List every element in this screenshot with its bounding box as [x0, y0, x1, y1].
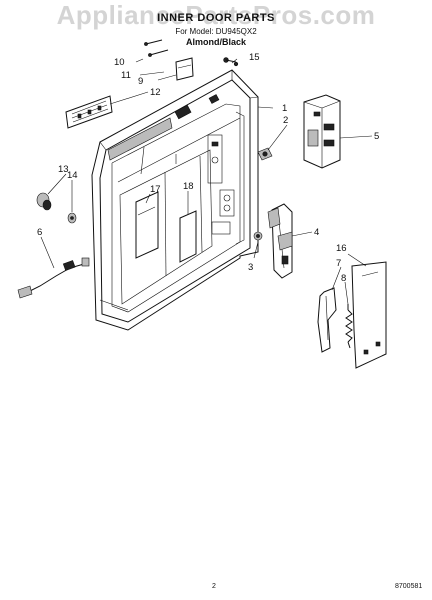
callout-10: 10	[114, 57, 125, 68]
watermark: AppliancePartsPros.com	[56, 0, 376, 30]
part-10-pin	[144, 39, 163, 46]
drawing-number: 8700581	[395, 583, 423, 590]
callout-14: 14	[67, 170, 78, 181]
part-11-pin	[148, 49, 169, 57]
callout-1: 1	[282, 103, 287, 114]
callout-13: 13	[58, 164, 69, 175]
part-6-wire-harness	[17, 257, 90, 299]
part-18-insulation	[179, 210, 197, 263]
model-line: For Model: DU945QX2	[175, 27, 257, 36]
callout-15: 15	[249, 52, 260, 63]
part-14-washer	[67, 212, 77, 224]
callout-18: 18	[183, 181, 194, 192]
inner-door-panel	[91, 69, 259, 331]
color-line: Almond/Black	[185, 37, 246, 47]
part-3-nut	[253, 231, 263, 241]
part-9-bracket	[175, 57, 194, 81]
callout-9: 9	[138, 76, 143, 87]
callout-labels: 1 2 3 4 5 6 7 8 9 10 11 12 13 14 15 16 1…	[37, 52, 379, 284]
callout-4: 4	[314, 227, 319, 238]
part-5-latch-housing	[303, 94, 341, 169]
page-number: 2	[212, 583, 216, 590]
part-15-screws	[223, 57, 239, 67]
callout-7: 7	[336, 258, 341, 269]
part-4-latch-assembly	[267, 203, 293, 279]
part-2-hinge-clip	[257, 147, 273, 161]
callout-12: 12	[150, 87, 161, 98]
callout-6: 6	[37, 227, 42, 238]
callout-11: 11	[121, 70, 131, 81]
part-16-side-panel	[351, 261, 387, 369]
part-12-vent-grille	[65, 95, 113, 129]
callout-2: 2	[283, 115, 288, 126]
part-8-spring	[345, 304, 353, 349]
callout-5: 5	[374, 131, 379, 142]
part-17-label-plate	[135, 191, 159, 259]
callout-3: 3	[248, 262, 253, 273]
part-13-knob	[36, 192, 52, 211]
part-7-latch-arm	[317, 287, 337, 353]
callout-8: 8	[341, 273, 346, 284]
callout-16: 16	[336, 243, 347, 254]
diagram-title: INNER DOOR PARTS	[157, 12, 275, 24]
leader-lines	[40, 58, 373, 305]
callout-17: 17	[150, 184, 161, 195]
